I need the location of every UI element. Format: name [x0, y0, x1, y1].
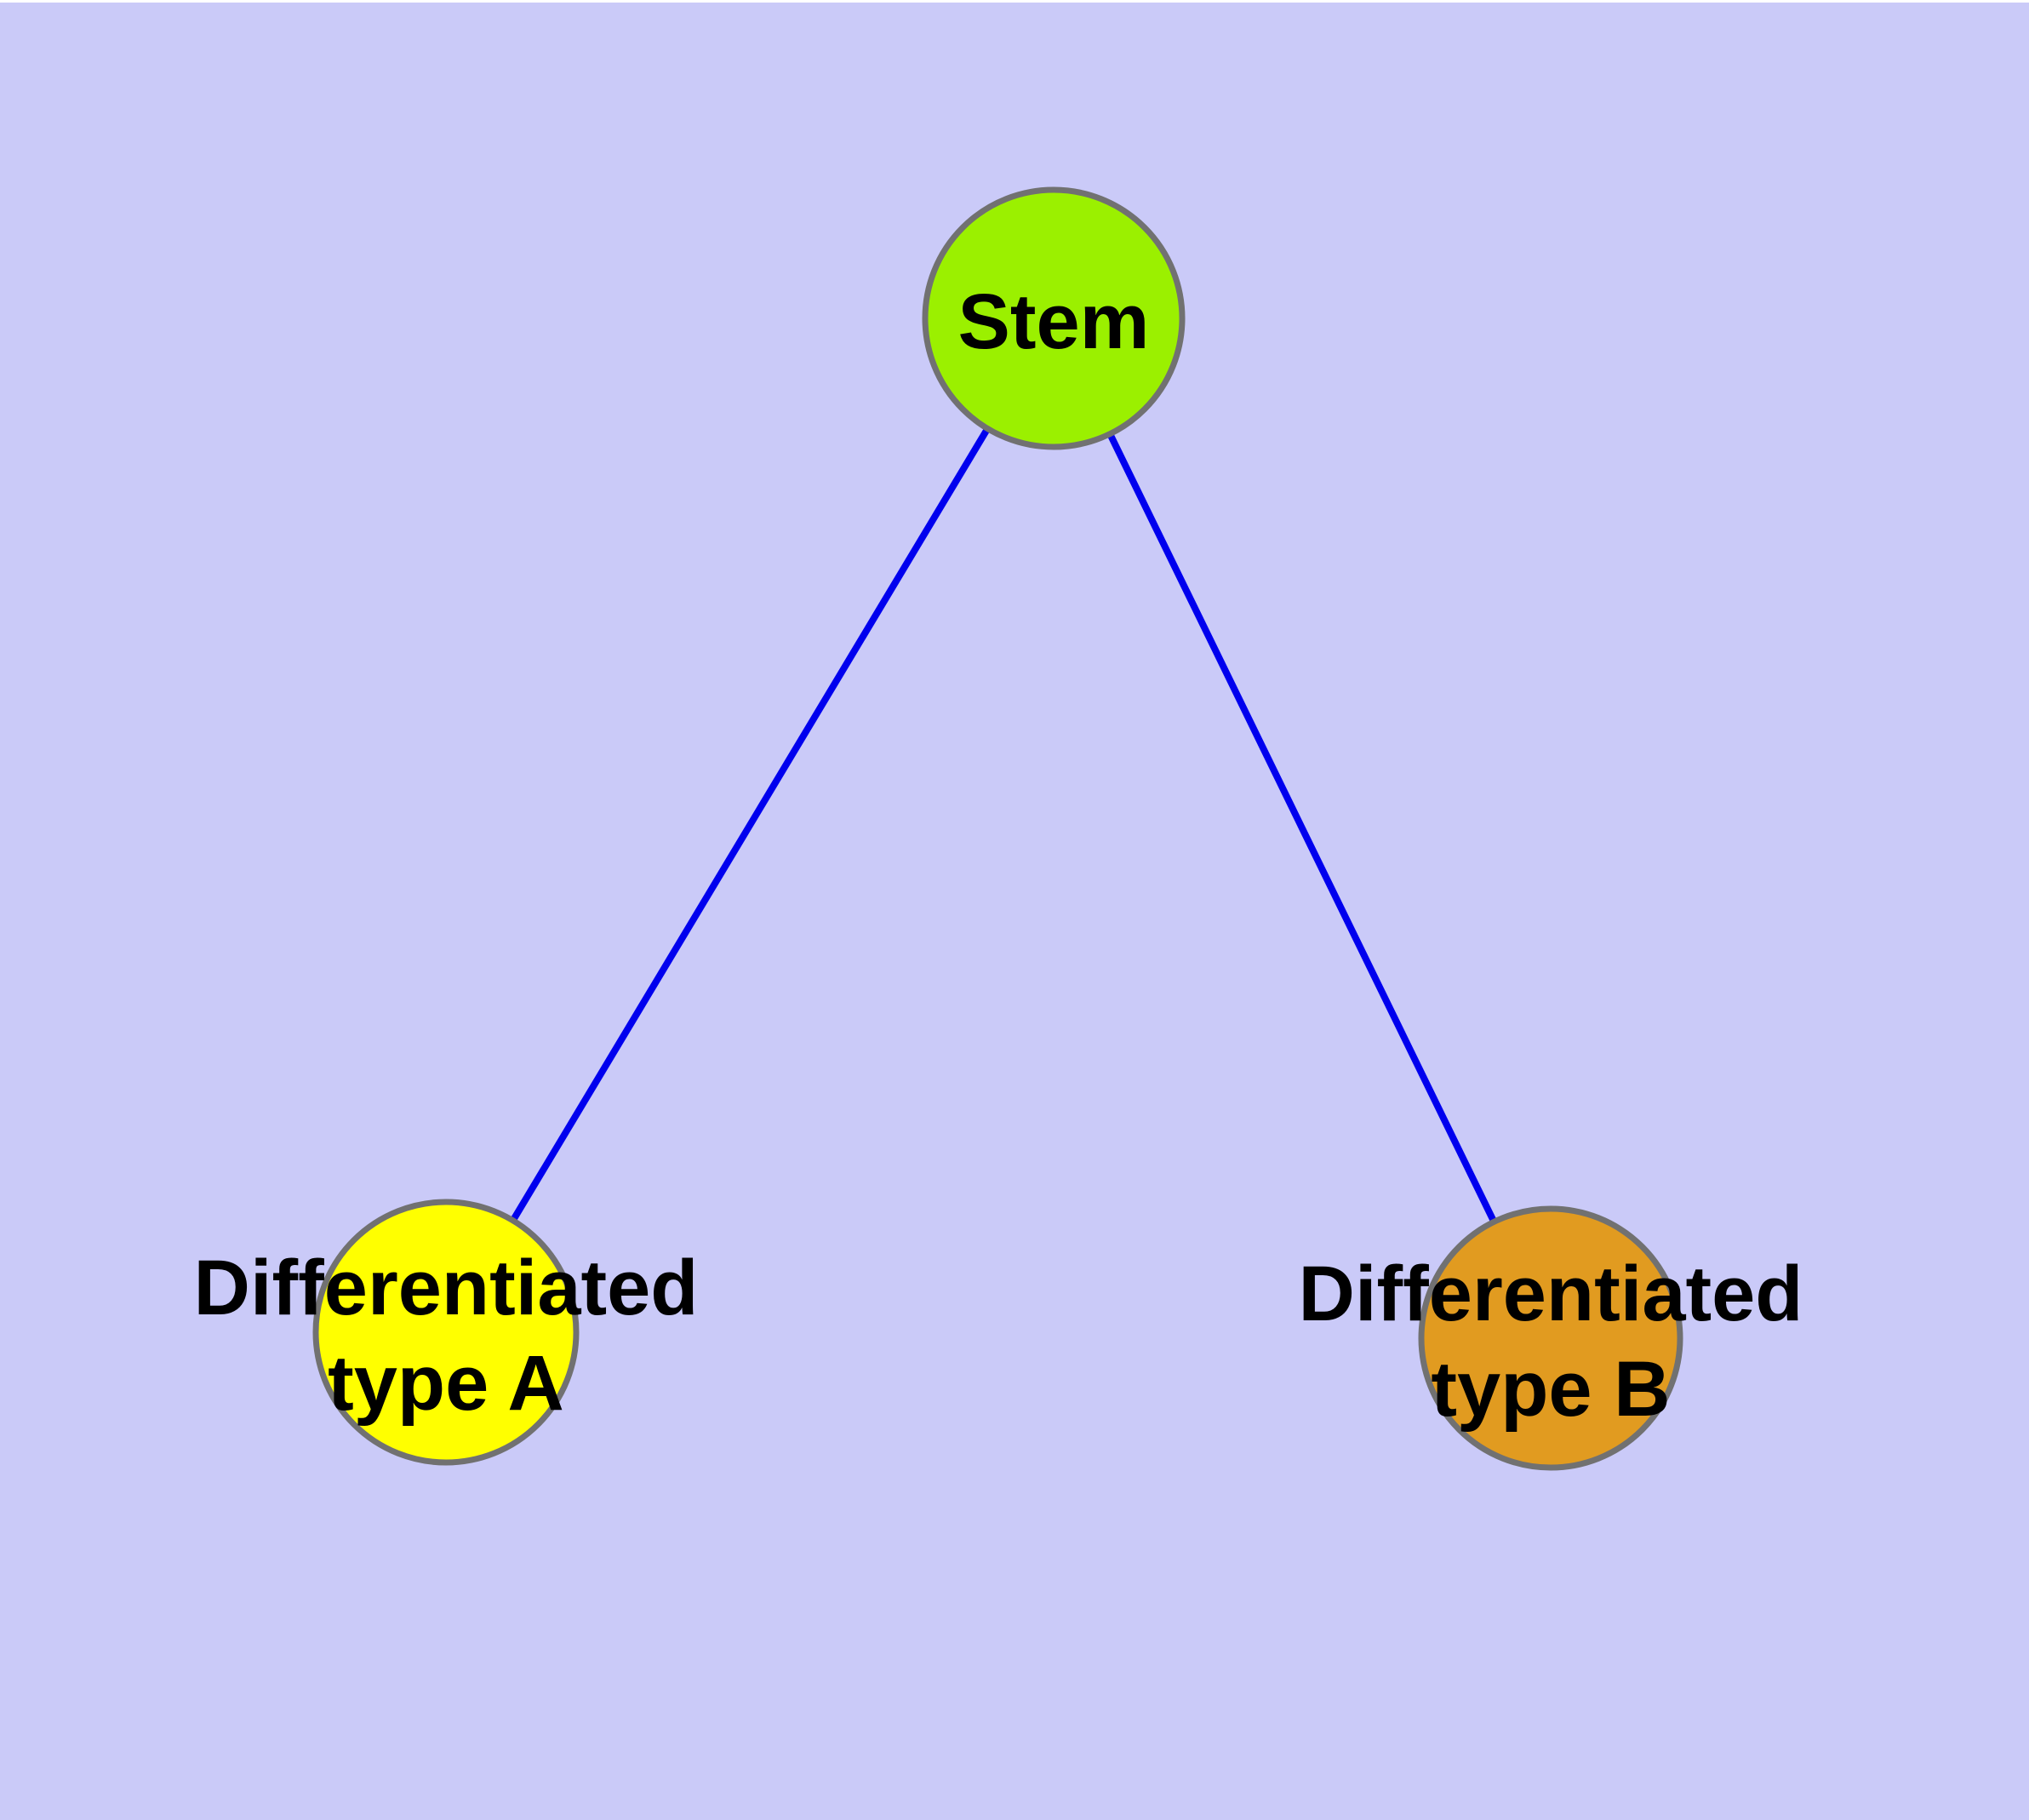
top-strip — [0, 0, 2029, 3]
node-type-a — [312, 1199, 580, 1466]
node-type-a-label-line2: type A — [328, 1340, 564, 1427]
edge-stem-to-type-a — [443, 316, 1057, 1335]
node-type-a-label-line1: Differentiated — [194, 1245, 699, 1331]
labels-group: Stem Differentiated type A Differentiate… — [194, 278, 1803, 1433]
node-type-b-label-line1: Differentiated — [1299, 1251, 1803, 1337]
node-stem — [922, 186, 1186, 450]
nodes-group — [312, 186, 1683, 1471]
node-type-b — [1418, 1205, 1683, 1471]
edges-group — [443, 316, 1554, 1340]
edge-stem-to-type-b — [1050, 317, 1554, 1340]
node-type-b-label-line2: type B — [1431, 1346, 1670, 1433]
node-stem-label: Stem — [958, 278, 1150, 365]
